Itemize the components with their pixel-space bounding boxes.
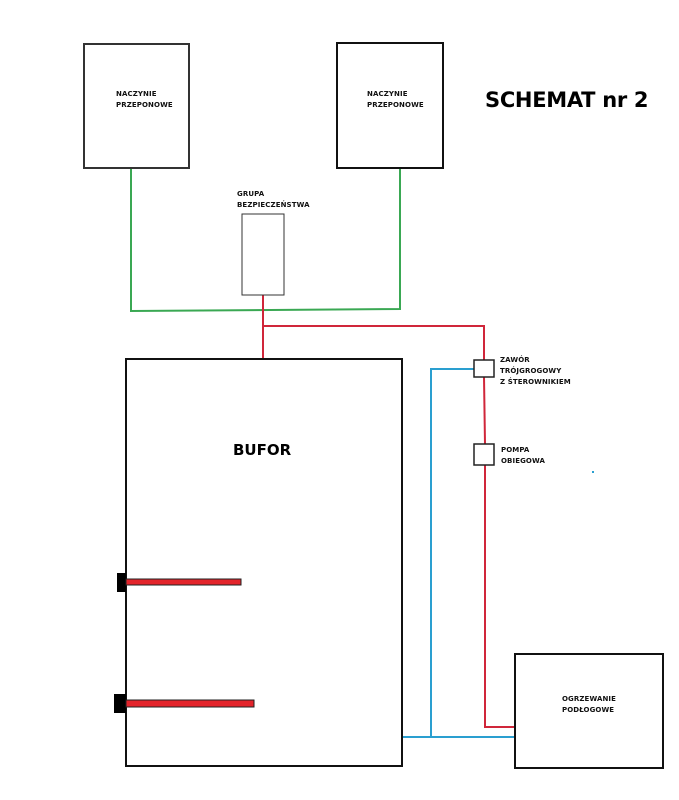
supply-line-to-floor	[484, 465, 515, 728]
floor-heating-box	[514, 653, 664, 769]
safety-group-box	[241, 213, 285, 296]
buffer-tank-box	[125, 358, 403, 767]
schematic-title: SCHEMAT nr 2	[485, 88, 649, 112]
three-way-valve-box	[473, 359, 495, 378]
heater-element-lower	[125, 699, 255, 708]
expansion-vessel-left-box	[83, 43, 190, 169]
buffer-label: BUFOR	[233, 441, 292, 459]
supply-line-to-valve	[263, 325, 485, 360]
return-line-to-valve	[430, 368, 474, 736]
safety-group-label: GRUPA BEZPIECZEŃSTWA	[237, 190, 310, 209]
expansion-line	[130, 168, 401, 313]
stray-dot	[592, 471, 594, 473]
supply-line-valve-to-pump	[483, 376, 486, 445]
circulation-pump-label: POMPA OBIEGOWA	[501, 446, 545, 465]
heater-element-upper	[125, 578, 242, 586]
circulation-pump-box	[473, 443, 495, 466]
heater-connector-upper	[117, 573, 126, 592]
heater-connector-lower	[114, 694, 126, 713]
expansion-vessel-right-label: NACZYNIE PRZEPONOWE	[367, 90, 424, 109]
floor-heating-label: OGRZEWANIE PODŁOGOWE	[562, 695, 617, 714]
three-way-valve-label: ZAWÓR TRÓJGROGOWY Z ŚTEROWNIKIEM	[500, 356, 571, 386]
expansion-vessel-right-box	[336, 42, 444, 169]
expansion-vessel-left-label: NACZYNIE PRZEPONOWE	[116, 90, 173, 109]
